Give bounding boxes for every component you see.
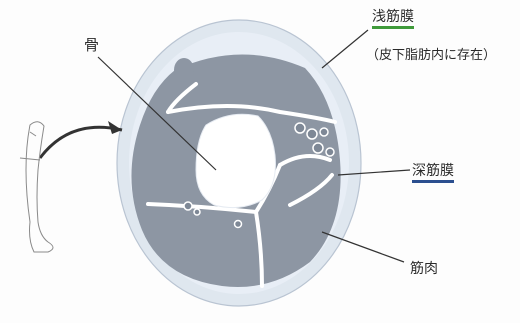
- deep-fascia-leader-line: [337, 169, 411, 176]
- superficial-fascia-label: 浅筋膜: [372, 6, 414, 29]
- bone-label: 骨: [84, 36, 100, 54]
- deep-fascia-underline: [412, 180, 454, 183]
- bone-shape: [195, 113, 276, 209]
- muscle-label: 筋肉: [410, 261, 438, 277]
- superficial-fascia-text: 浅筋膜: [372, 9, 414, 25]
- superficial-fascia-underline: [372, 26, 414, 29]
- deep-fascia-text: 深筋膜: [412, 163, 454, 179]
- leader-lines: [97, 29, 411, 263]
- deep-fascia-label: 深筋膜: [412, 160, 454, 183]
- vessel-cluster: [183, 122, 335, 229]
- superficial-fascia-leader-line: [321, 29, 369, 69]
- lower-limb-sketch-icon: [19, 121, 54, 253]
- fat-island: [174, 58, 194, 82]
- bone-leader-line: [97, 56, 217, 171]
- muscle-leader-line: [321, 231, 405, 263]
- fascial-septa: [146, 82, 337, 288]
- superficial-fascia-note: （皮下脂肪内に存在）: [366, 48, 497, 63]
- curved-arrow-icon: [38, 121, 123, 159]
